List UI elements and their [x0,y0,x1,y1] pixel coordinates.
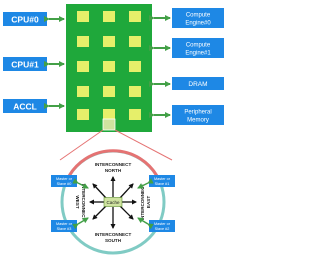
router-tile [129,11,141,22]
cpu0-label: CPU#0 [11,15,39,25]
router-tile [77,61,89,72]
cache-arrows [89,176,137,229]
port-top-left-arrow [72,178,89,189]
router-tile [103,109,115,120]
noc-diagram: CPU#0 CPU#1 ACCL Compute Engine#0 Comput… [3,4,224,255]
interconnect-west-line1: INTERCONNECT [81,184,86,221]
arrow-sw [92,205,107,220]
compute-engine0-line1: Compute [186,13,211,19]
compute-engine1-line1: Compute [186,43,211,49]
port-bottom-right-line1: Master or [154,222,171,226]
noc-router-tiles [77,11,141,120]
compute-engine1-node: Compute Engine#1 [172,38,224,58]
cpu1-node: CPU#1 [3,57,47,71]
arrow-nw [92,183,107,199]
interconnect-east-line1: INTERCONNECT [140,184,145,221]
port-bottom-right: Master or Slave #2 [149,220,175,232]
accl-node: ACCL [3,99,47,113]
peripheral-memory-line2: Memory [187,118,209,124]
dram-node: DRAM [172,77,224,90]
arrow-se [119,205,134,220]
compute-engine0-node: Compute Engine#0 [172,8,224,28]
router-tile [129,109,141,120]
peripheral-memory-line1: Peripheral [184,110,211,116]
highlighted-router-tile [102,118,116,131]
interconnect-east-line2: EAST [146,196,151,208]
router-tile [103,36,115,47]
cache-box [103,197,123,207]
zoom-line-right [114,129,173,161]
interconnect-south-line2: SOUTH [105,238,122,243]
cache-label: Cache [106,200,120,205]
cpu1-label: CPU#1 [11,60,39,70]
port-arrows [72,178,154,230]
peripheral-memory-node: Peripheral Memory [172,105,224,125]
port-top-left: Master or Slave #0 [51,175,77,187]
zoom-line-left [59,129,104,161]
port-bottom-left-line2: Slave #3 [57,227,72,231]
router-tile [103,61,115,72]
left-connection-arrows [44,16,65,109]
port-top-right-line2: Slave #1 [155,182,170,186]
port-bottom-left-line1: Master or [56,222,73,226]
port-bottom-right-line2: Slave #2 [155,227,170,231]
interconnect-south-line1: INTERCONNECT [95,232,132,237]
router-tile [129,61,141,72]
arrow-ne [119,183,134,199]
port-top-right-line1: Master or [154,177,171,181]
compute-engine0-line2: Engine#0 [185,21,211,27]
router-tile [77,86,89,97]
port-top-left-line1: Master or [56,177,73,181]
port-bottom-right-arrow [137,217,154,230]
router-tile [77,109,89,120]
router-tile [77,36,89,47]
port-bottom-left-arrow [72,217,89,230]
port-top-right-arrow [137,178,154,189]
port-top-left-line2: Slave #0 [57,182,72,186]
accl-label: ACCL [13,102,37,112]
router-tile [129,36,141,47]
dram-label: DRAM [188,81,207,88]
router-tile [103,11,115,22]
router-tile [103,86,115,97]
router-tile [129,86,141,97]
port-bottom-left: Master or Slave #3 [51,220,77,232]
port-top-right: Master or Slave #1 [149,175,175,187]
interconnect-west-line2: WEST [75,195,80,208]
router-detail: INTERCONNECT NORTH INTERCONNECT SOUTH IN… [60,149,166,255]
cpu0-node: CPU#0 [3,12,47,26]
interconnect-north-line1: INTERCONNECT [95,162,132,167]
interconnect-north-line2: NORTH [105,168,122,173]
router-ring-top-arc [67,149,159,177]
compute-engine1-line2: Engine#1 [185,51,211,57]
right-connection-arrows [149,15,171,118]
router-tile [77,11,89,22]
